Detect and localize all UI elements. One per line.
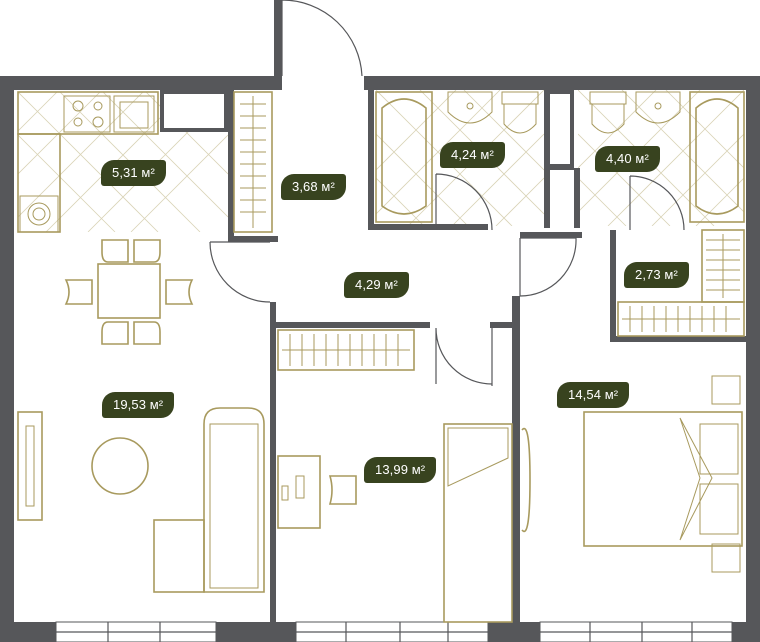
room-area-badge-bath-1: 4,24 м² [440,142,505,168]
room-area-badge-hall: 3,68 м² [281,174,346,200]
room-area-badge-living-room: 19,53 м² [102,392,175,418]
room-area-badge-kitchen: 5,31 м² [101,160,166,186]
bedroom-2-furniture [277,423,513,623]
room-area-badge-bedroom-3: 14,54 м² [557,382,630,408]
doors [209,0,685,386]
living-room-furniture [17,407,265,593]
wardrobe-3 [617,229,745,337]
bathroom-1-fixtures [375,91,539,223]
dining-set [64,239,194,345]
room-area-badge-bath-2: 4,40 м² [595,146,660,172]
wardrobe-2 [277,329,415,371]
bathroom-2-fixtures [589,91,745,223]
room-area-badge-corridor: 4,29 м² [344,272,409,298]
wardrobe-1 [233,91,273,233]
room-area-badge-closet: 2,73 м² [624,262,689,288]
kitchen-furniture [17,91,159,233]
windows [55,621,733,642]
room-area-badge-bedroom-2: 13,99 м² [364,457,437,483]
bedroom-3-furniture [521,375,743,573]
